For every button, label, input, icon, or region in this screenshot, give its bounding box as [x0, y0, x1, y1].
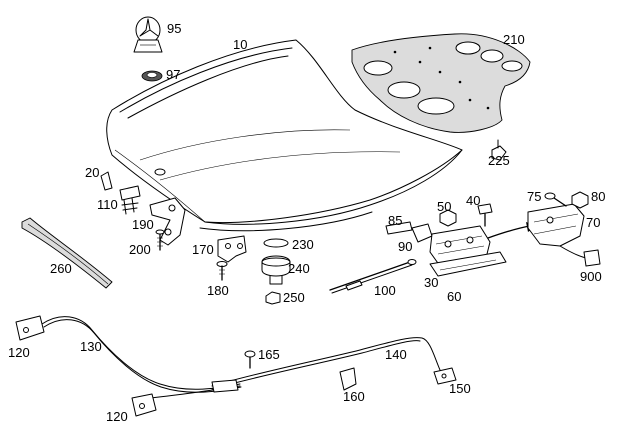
- gas-strut-icon: [329, 259, 417, 294]
- part-label-50: 50: [437, 199, 452, 214]
- cable-icon-130: [41, 316, 242, 399]
- buffer-icon: [261, 255, 291, 285]
- nut-icon-80: [571, 191, 589, 209]
- hood-panel-icon: [106, 39, 463, 232]
- insulation-mat-icon: [351, 33, 531, 133]
- latch-motor-icon: [527, 203, 585, 247]
- part-label-40: 40: [466, 193, 481, 208]
- part-label-70: 70: [586, 215, 601, 230]
- rivet-icon: [244, 350, 256, 369]
- clip-icon-225: [491, 139, 507, 161]
- bolt-icon-75: [544, 192, 567, 207]
- release-lever-icon-a: [15, 315, 45, 341]
- part-label-140: 140: [385, 347, 407, 362]
- handle-icon: [429, 251, 507, 277]
- nut-icon-250: [265, 291, 281, 305]
- part-label-170: 170: [192, 242, 214, 257]
- bracket-icon-85: [385, 221, 413, 235]
- clip-icon-20: [100, 171, 113, 191]
- hinge-icon: [149, 197, 186, 246]
- cable-clip-icon: [339, 367, 357, 391]
- screw-icon: [216, 261, 228, 281]
- part-label-900: 900: [580, 269, 602, 284]
- release-lever-icon-b: [131, 393, 157, 417]
- bump-stop-icon: [119, 185, 141, 215]
- connector-icon: [559, 245, 601, 267]
- part-label-100: 100: [374, 283, 396, 298]
- hinge-bracket-icon: [217, 235, 247, 263]
- bracket-icon-90: [411, 223, 433, 243]
- part-label-190: 190: [132, 217, 154, 232]
- ring-icon: [263, 238, 289, 248]
- part-label-250: 250: [283, 290, 305, 305]
- part-label-180: 180: [207, 283, 229, 298]
- part-label-97: 97: [166, 67, 181, 82]
- bolt-icon-40: [477, 203, 493, 227]
- part-label-80: 80: [591, 189, 606, 204]
- part-label-150: 150: [449, 381, 471, 396]
- star-emblem-icon: [133, 16, 163, 53]
- part-label-230: 230: [292, 237, 314, 252]
- part-label-85: 85: [388, 213, 403, 228]
- cable-end-icon: [433, 367, 457, 385]
- part-label-90: 90: [398, 239, 413, 254]
- part-label-60: 60: [447, 289, 462, 304]
- part-label-210: 210: [503, 32, 525, 47]
- part-label-120-left: 120: [8, 345, 30, 360]
- seal-strip-icon: [21, 217, 113, 289]
- part-label-260: 260: [50, 261, 72, 276]
- emblem-seal-icon: [141, 70, 163, 82]
- part-label-200: 200: [129, 242, 151, 257]
- part-label-30: 30: [424, 275, 439, 290]
- part-label-130: 130: [80, 339, 102, 354]
- part-label-165: 165: [258, 347, 280, 362]
- part-label-110: 110: [97, 197, 118, 212]
- nut-icon-50: [439, 209, 457, 227]
- bolt-icon-200: [155, 229, 165, 251]
- part-label-10: 10: [233, 37, 248, 52]
- part-label-95: 95: [167, 21, 182, 36]
- part-label-120-bottom: 120: [106, 409, 128, 424]
- cable-icon-140: [211, 337, 441, 393]
- part-label-160: 160: [343, 389, 365, 404]
- part-label-75: 75: [527, 189, 542, 204]
- part-label-20: 20: [85, 165, 100, 180]
- part-label-225: 225: [488, 153, 510, 168]
- part-label-240: 240: [288, 261, 310, 276]
